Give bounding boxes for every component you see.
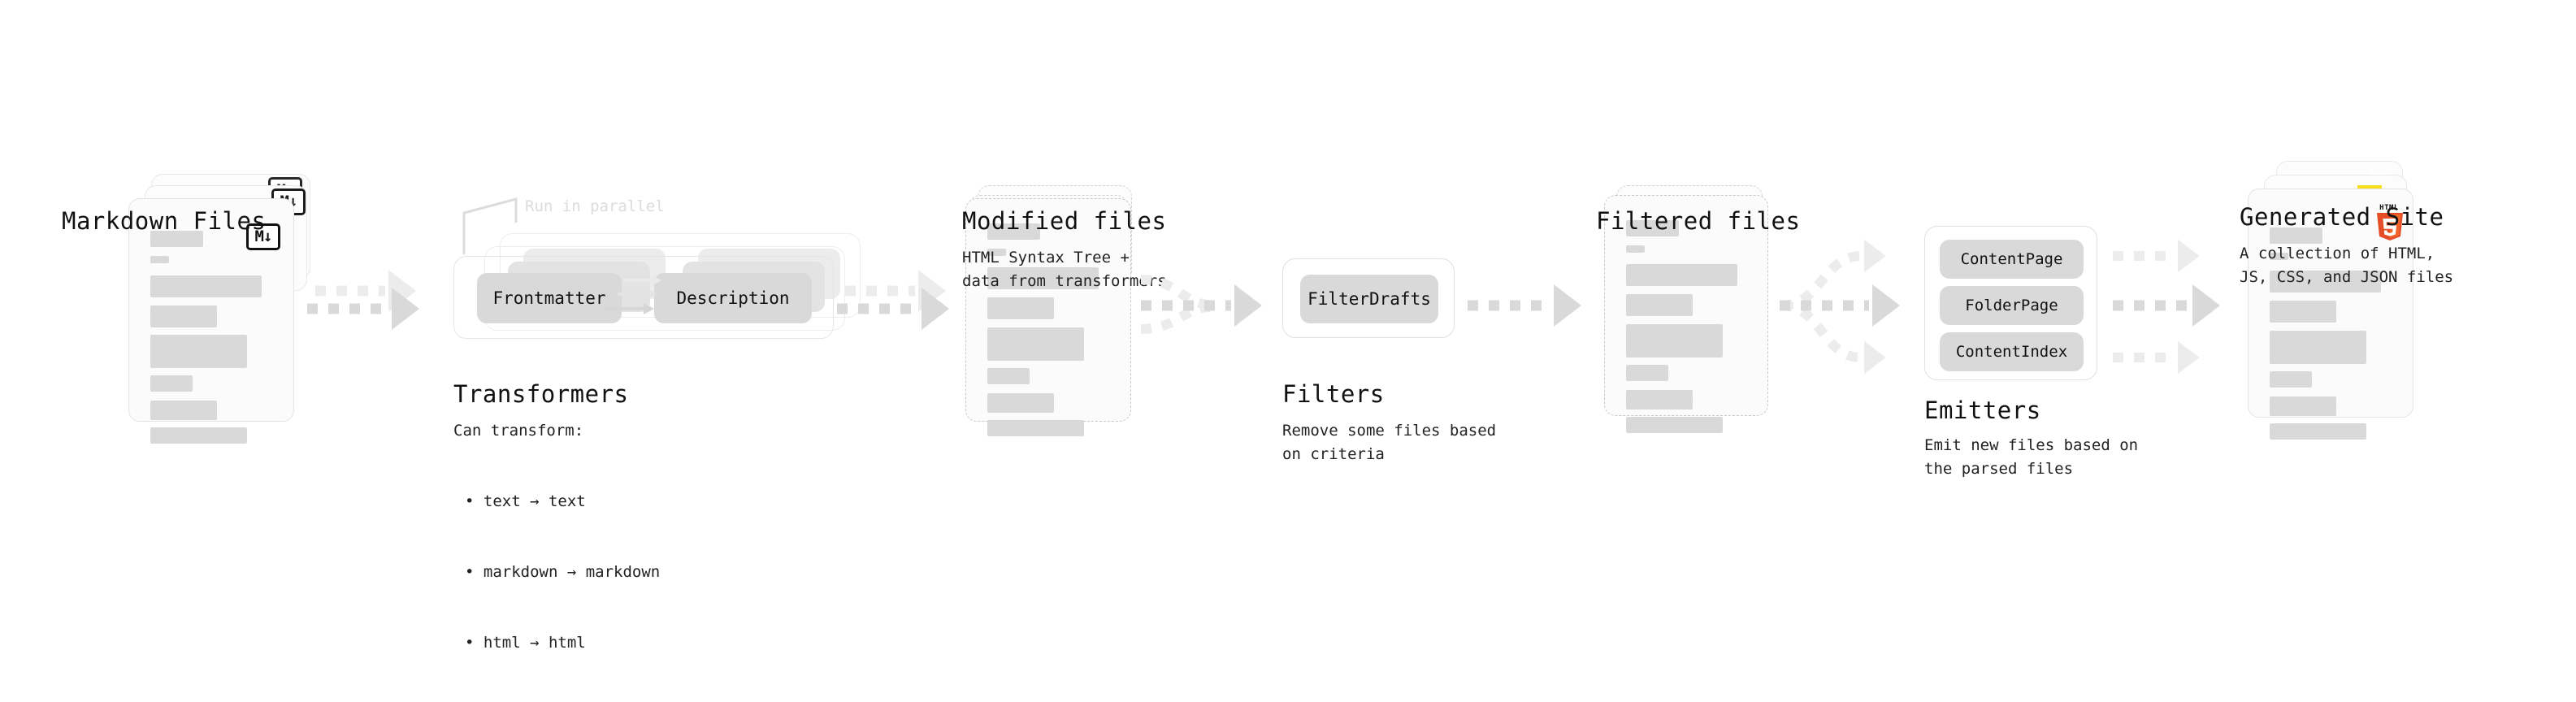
filtered-files-title: Filtered files	[1596, 207, 1801, 235]
doc-line	[2270, 396, 2336, 416]
emitter-node-contentpage[interactable]: ContentPage	[1940, 240, 2084, 279]
transform-bullet: • html → html	[465, 634, 586, 652]
doc-line	[2270, 331, 2366, 364]
emitters-card[interactable]: ContentPage FolderPage ContentIndex	[1924, 226, 2097, 380]
doc-line	[987, 420, 1084, 436]
transform-bullet: • text → text	[465, 492, 586, 510]
doc-line	[987, 393, 1054, 413]
connector-filters-to-filtered	[1468, 284, 1581, 327]
transformers-bullets: • text → text • markdown → markdown • ht…	[465, 443, 660, 702]
transformer-node-description[interactable]: Description	[654, 273, 812, 323]
doc-line	[150, 335, 247, 368]
doc-line	[1626, 294, 1693, 316]
connector-emitters-to-site	[2113, 239, 2220, 375]
doc-line	[150, 401, 217, 420]
transform-bullet: • markdown → markdown	[465, 563, 661, 581]
modified-file-card	[965, 198, 1131, 436]
doc-line	[1626, 264, 1737, 286]
markdown-files-title: Markdown Files	[62, 207, 267, 235]
doc-line	[150, 427, 247, 444]
doc-line	[1626, 365, 1668, 381]
emitter-node-folderpage[interactable]: FolderPage	[1940, 286, 2084, 325]
doc-line	[150, 275, 262, 297]
doc-line	[150, 231, 203, 247]
modified-files-title: Modified files	[962, 207, 1167, 235]
doc-line	[987, 267, 1099, 289]
doc-line	[2270, 271, 2381, 292]
filter-node-filterdrafts[interactable]: FilterDrafts	[1300, 275, 1438, 323]
doc-line	[1626, 390, 1693, 410]
doc-line	[987, 297, 1054, 319]
doc-line	[2270, 423, 2366, 440]
doc-line	[2270, 371, 2312, 388]
doc-line	[1626, 220, 1679, 236]
markdown-file-card: M↓	[128, 198, 294, 444]
doc-line	[2270, 301, 2336, 323]
filters-title: Filters	[1282, 380, 1385, 408]
generated-file-card: HTML	[2248, 188, 2413, 440]
transformer-node-frontmatter[interactable]: Frontmatter	[477, 273, 622, 323]
doc-line	[2270, 228, 2322, 244]
html5-badge-word: HTML	[2379, 204, 2399, 212]
transformers-subtitle-heading: Can transform:	[453, 422, 584, 440]
emitters-title: Emitters	[1924, 396, 2041, 424]
doc-line	[2270, 253, 2288, 260]
doc-line	[987, 223, 1040, 240]
connector-markdown-to-transformers	[307, 270, 419, 330]
doc-line	[987, 327, 1084, 361]
doc-line	[1626, 324, 1723, 358]
doc-line	[150, 256, 169, 263]
generated-site-subtitle: A collection of HTML, JS, CSS, and JSON …	[2240, 245, 2454, 286]
doc-line	[1626, 245, 1645, 253]
transformers-title: Transformers	[453, 380, 629, 408]
run-in-parallel-annotation: Run in parallel	[525, 197, 665, 215]
emitter-node-contentindex[interactable]: ContentIndex	[1940, 332, 2084, 371]
connector-filtered-to-emitters	[1780, 239, 1900, 375]
emitters-subtitle: Emit new files based on the parsed files	[1924, 436, 2139, 478]
filtered-file-card	[1604, 195, 1768, 433]
modified-files-subtitle: HTML Syntax Tree + data from transformer…	[962, 249, 1167, 290]
doc-line	[987, 249, 1006, 256]
connector-layer	[307, 197, 2220, 375]
doc-line	[150, 306, 217, 327]
doc-line	[150, 375, 193, 392]
generated-site-title: Generated Site	[2240, 203, 2444, 231]
markdown-badge: M↓	[246, 223, 280, 250]
transformer-card-front[interactable]: Frontmatter Description	[453, 256, 834, 339]
doc-line	[987, 368, 1030, 384]
filters-card[interactable]: FilterDrafts	[1282, 258, 1455, 338]
pipeline-diagram: M↓ M↓ M↓ Markdown Files Run in parallel	[62, 161, 2454, 652]
html5-badge: HTML	[2373, 204, 2405, 243]
filters-subtitle: Remove some files based on criteria	[1282, 422, 1497, 463]
doc-line	[1626, 417, 1723, 433]
